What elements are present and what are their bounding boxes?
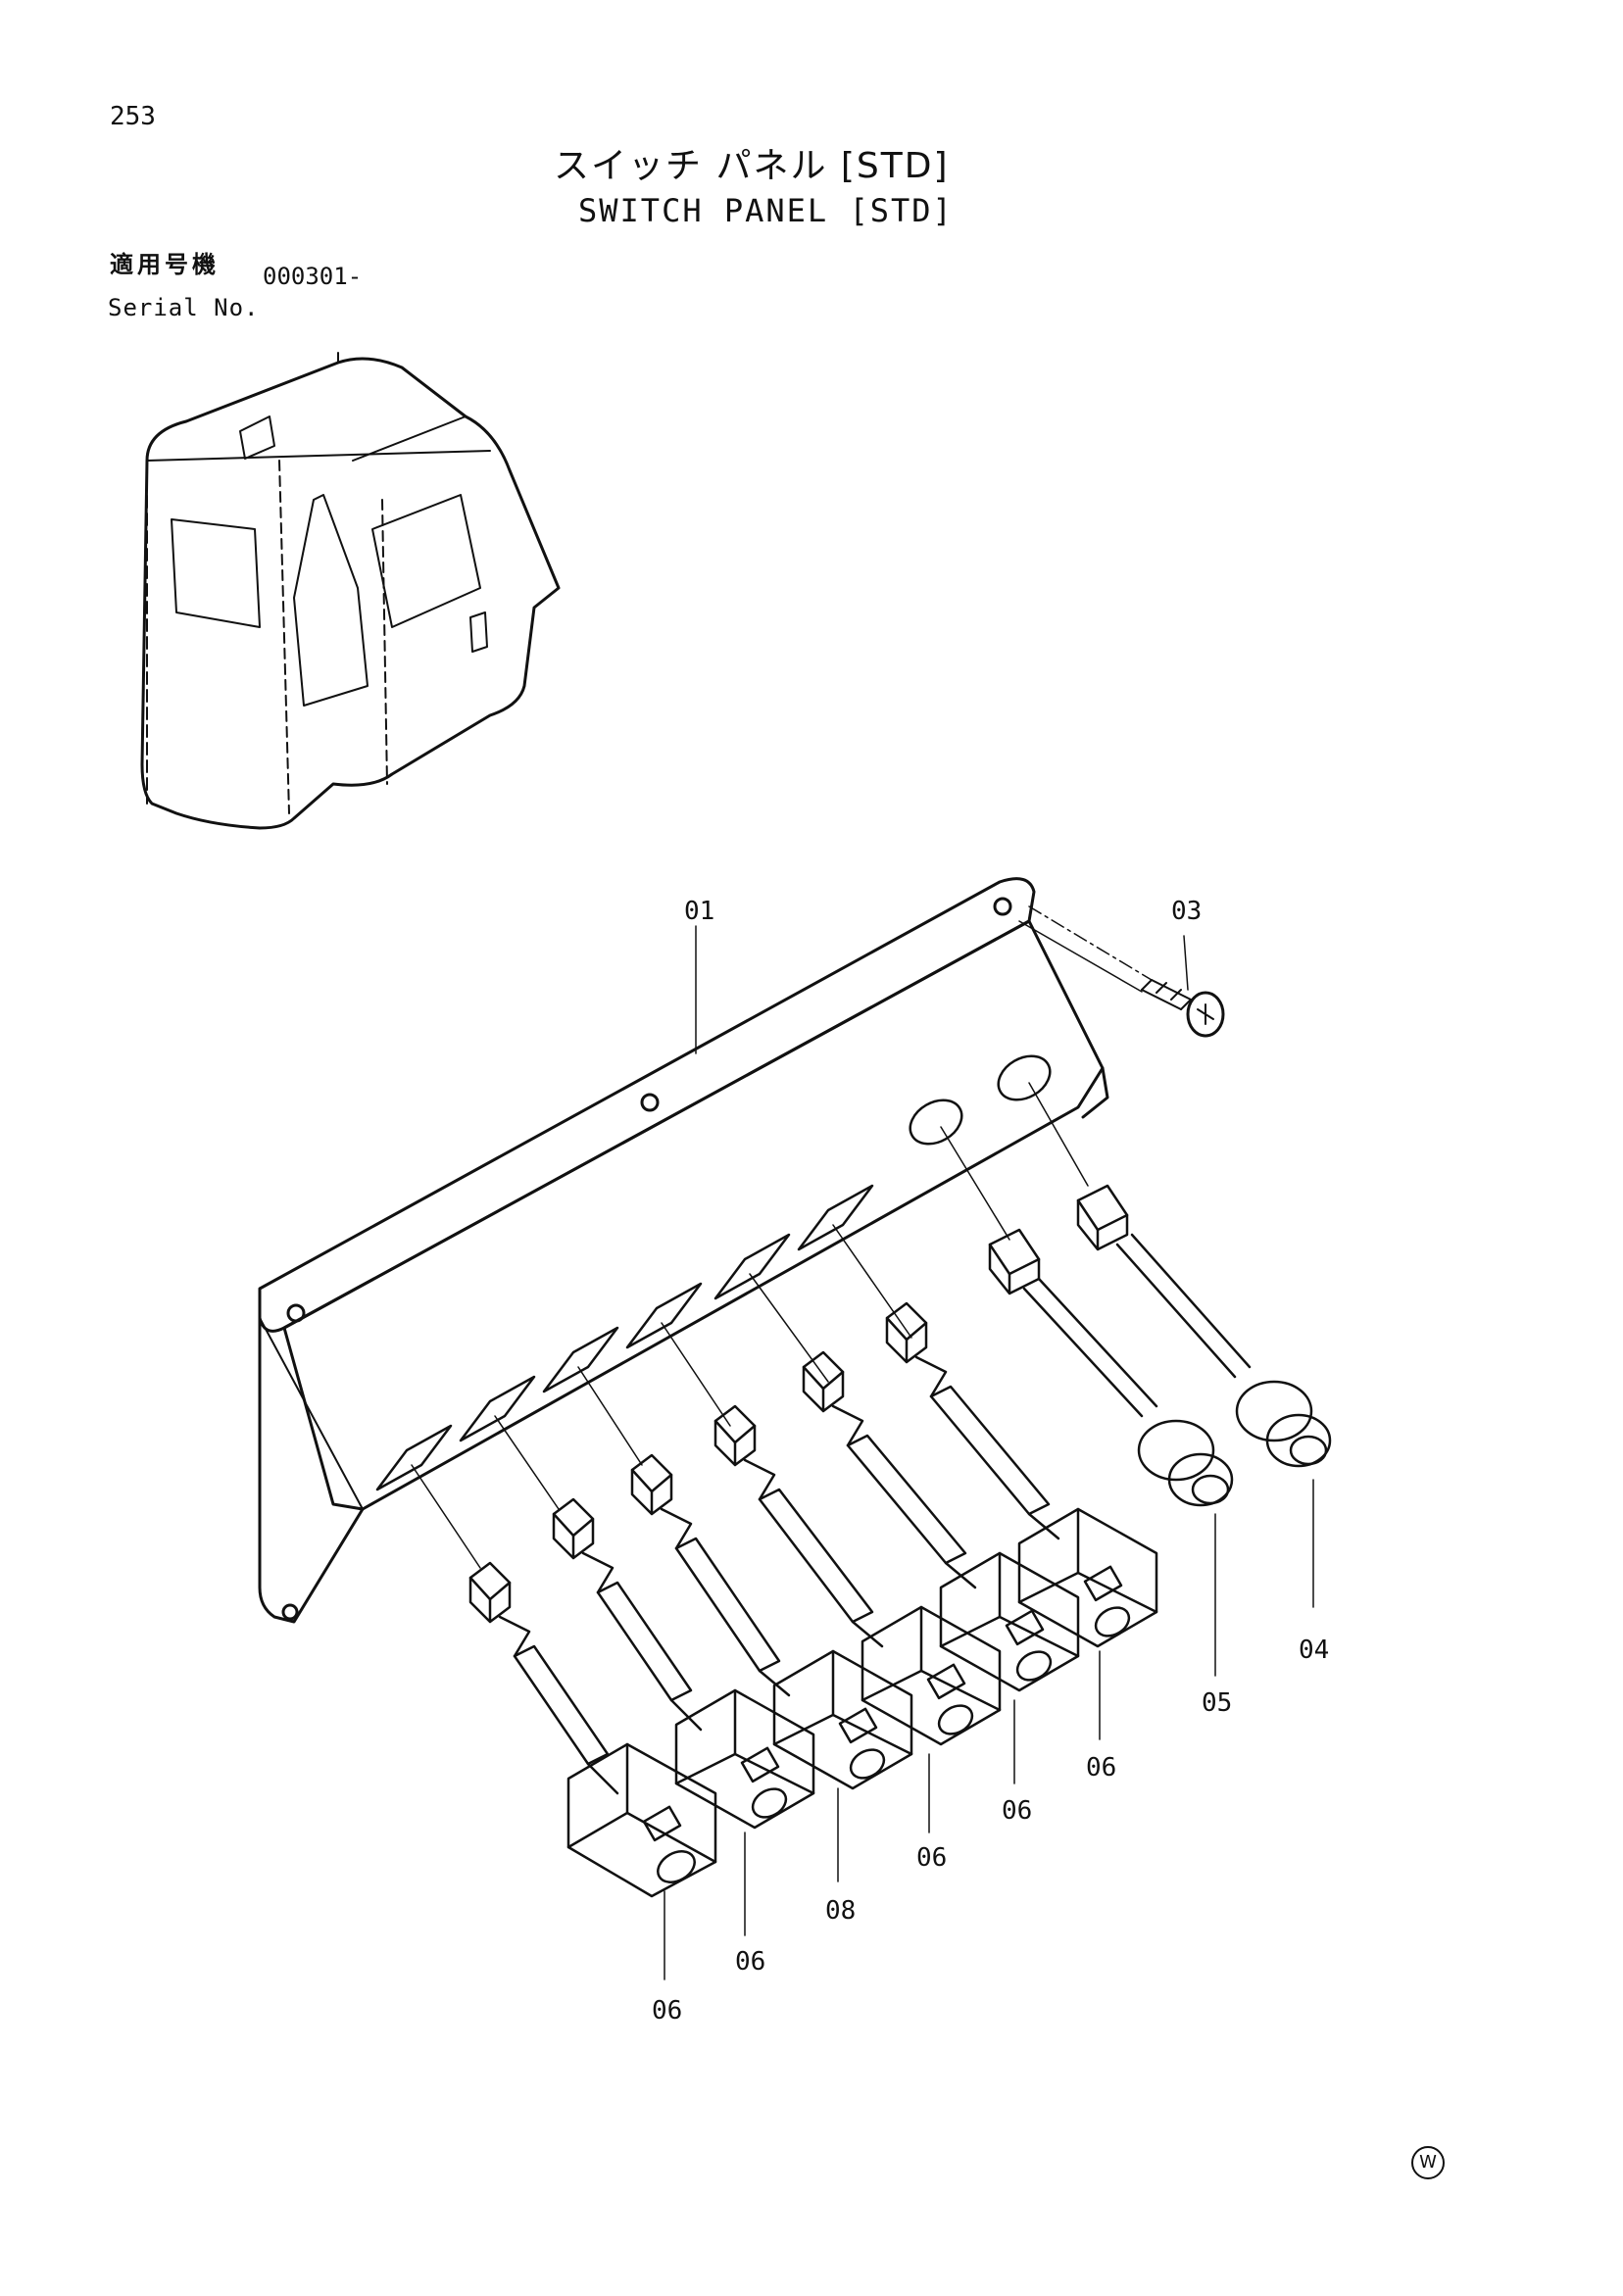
callout-06-d: 06: [735, 1947, 765, 1977]
rocker-switch-3: [630, 1453, 913, 1790]
rocker-switch-assemblies: [468, 1301, 1158, 1898]
callout-08: 08: [825, 1896, 856, 1926]
callout-06-e: 06: [652, 1996, 682, 2026]
page-title-jp: スイッチ パネル [STD]: [554, 146, 950, 186]
callout-05: 05: [1202, 1688, 1232, 1718]
callout-01: 01: [684, 897, 714, 926]
rocker-switch-4: [713, 1404, 1002, 1746]
switch-panel-plate: [258, 877, 1109, 1624]
rocker-switch-2: [552, 1497, 815, 1830]
callout-03: 03: [1171, 897, 1202, 926]
push-switch-05: [988, 1228, 1234, 1507]
cab-illustration: [140, 352, 561, 830]
rocker-switch-5: [802, 1350, 1080, 1692]
callout-06-c: 06: [916, 1843, 947, 1873]
push-switch-04: [1076, 1184, 1332, 1468]
rocker-switch-6: [885, 1301, 1158, 1648]
page-number: 253: [110, 102, 156, 131]
rocker-switch-1: [468, 1561, 717, 1898]
manufacturer-mark: W: [1411, 2146, 1445, 2179]
callout-06-b: 06: [1002, 1796, 1032, 1826]
page-title-en: SWITCH PANEL [STD]: [578, 192, 954, 229]
callout-06-a: 06: [1086, 1753, 1116, 1783]
callout-labels: 01 03 04 05 06 06 06 08 06 06: [652, 897, 1329, 2026]
serial-number-value: 000301-: [263, 263, 363, 290]
applicability-label-jp: 適用号機: [110, 251, 220, 278]
screw-03: [1141, 979, 1225, 1038]
callout-leaders: [664, 925, 1314, 1980]
serial-number-label: Serial No.: [108, 294, 260, 321]
assembly-leader-lines: [411, 1082, 1089, 1569]
callout-04: 04: [1299, 1636, 1329, 1665]
